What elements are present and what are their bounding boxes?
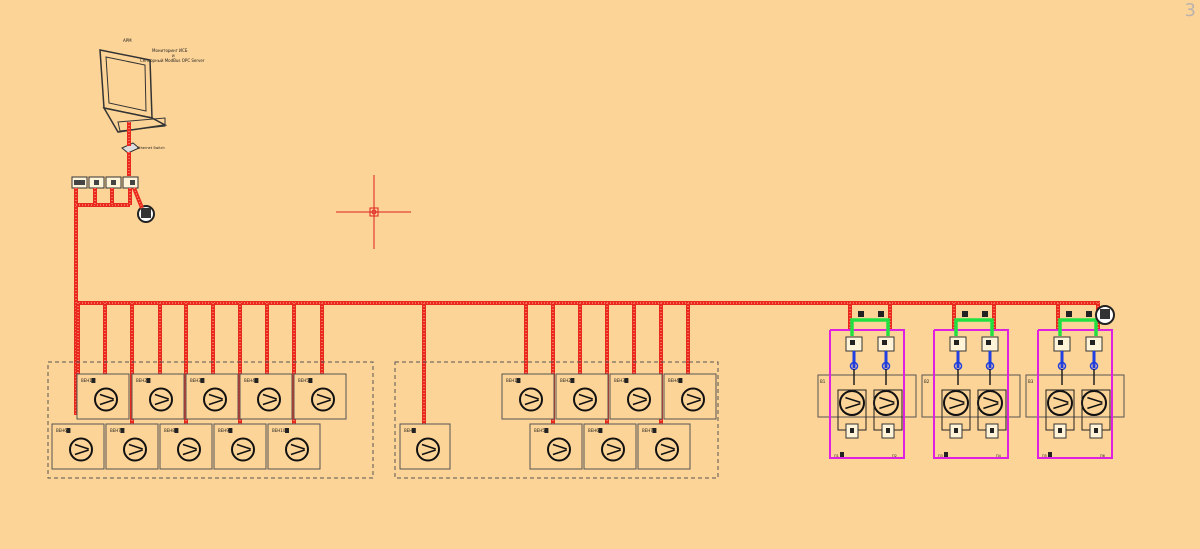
fan-icon	[203, 387, 227, 412]
fan-unit-label: ВЕН7	[642, 428, 653, 433]
terminal-icon-right[interactable]	[1095, 305, 1115, 325]
fan-icon	[1047, 390, 1073, 416]
fan-unit-label: ВЕН9	[218, 428, 229, 433]
fan-icon	[655, 437, 679, 462]
fan-unit[interactable]: ВЕН6	[51, 423, 105, 470]
group1-frame	[47, 361, 374, 479]
terminal-icon[interactable]	[137, 205, 155, 223]
fan-unit[interactable]: ВЕН9	[213, 423, 267, 470]
fan-unit[interactable]: ВЕН4	[663, 373, 717, 420]
pump-unit-label: В3	[1028, 379, 1034, 384]
pump-tag-left: П1	[834, 454, 839, 458]
workstation-label-line2: и	[172, 53, 175, 58]
fan-icon	[311, 387, 335, 412]
fan-unit[interactable]: ВЕН	[399, 423, 451, 470]
fan-icon	[257, 387, 281, 412]
pump-tag-right: П4	[996, 454, 1002, 458]
workstation-monitor-icon[interactable]	[99, 49, 168, 133]
fan-unit-label: ВЕН6	[56, 428, 67, 433]
page-number: 3	[1184, 0, 1196, 21]
fan-icon	[839, 390, 865, 416]
fan-icon	[977, 390, 1003, 416]
fan-unit-label: ВЕН4	[668, 378, 679, 383]
fan-unit-label: ВЕН1	[506, 378, 517, 383]
fan-unit[interactable]: ВЕН3	[185, 373, 239, 420]
workstation-label-line3: Сенсорный ModBus OPC Server	[140, 58, 205, 63]
workstation-label-line1: Мониторинг ИСБ	[152, 48, 188, 53]
pump-tag-left: П3	[938, 454, 943, 458]
fan-unit[interactable]: ВЕН7	[105, 423, 159, 470]
fan-icon	[873, 390, 899, 416]
fan-icon	[681, 387, 705, 412]
fan-unit[interactable]: ВЕН1	[76, 373, 130, 420]
pump-unit-label: В2	[924, 379, 930, 384]
workstation-label-top: АРМ	[123, 38, 132, 43]
fan-unit[interactable]: ВЕН2	[555, 373, 609, 420]
fan-icon	[149, 387, 173, 412]
fan-unit-label: ВЕН3	[190, 378, 201, 383]
fan-icon	[285, 437, 309, 462]
fan-unit-label: ВЕН7	[110, 428, 121, 433]
fan-icon	[519, 387, 543, 412]
fan-icon	[943, 390, 969, 416]
pump-unit-label: В1	[820, 379, 826, 384]
fan-icon	[627, 387, 651, 412]
fan-icon	[573, 387, 597, 412]
fan-unit-label: ВЕН5	[298, 378, 309, 383]
fan-unit-label: ВЕН10	[272, 428, 286, 433]
fan-icon	[547, 437, 571, 462]
fan-unit-label: ВЕН6	[588, 428, 599, 433]
fan-unit-label: ВЕН	[404, 428, 412, 433]
fan-icon	[94, 387, 118, 412]
io-module-row[interactable]	[71, 176, 139, 189]
crosshair-icon	[336, 175, 411, 249]
fan-icon	[123, 437, 147, 462]
fan-unit[interactable]: ВЕН4	[239, 373, 293, 420]
pump-tag-left: П5	[1042, 454, 1047, 458]
fan-unit[interactable]: ВЕН3	[609, 373, 663, 420]
fan-unit[interactable]: ВЕН5	[529, 423, 583, 470]
fan-unit-label: ВЕН2	[560, 378, 571, 383]
pump-tag-right: П2	[892, 454, 897, 458]
fan-unit-label: ВЕН4	[244, 378, 255, 383]
fan-unit[interactable]: ВЕН5	[293, 373, 347, 420]
fan-unit[interactable]: ВЕН8	[159, 423, 213, 470]
fan-unit-label: ВЕН2	[136, 378, 147, 383]
group2-frame	[394, 361, 719, 479]
fan-unit-label: ВЕН8	[164, 428, 175, 433]
fan-icon	[177, 437, 201, 462]
switch-label: Ethernet Switch	[137, 146, 165, 150]
fan-icon	[601, 437, 625, 462]
fan-unit-label: ВЕН3	[614, 378, 625, 383]
fan-unit[interactable]: ВЕН2	[131, 373, 185, 420]
fan-icon	[69, 437, 93, 462]
fan-unit-label: ВЕН1	[81, 378, 92, 383]
fan-unit[interactable]: ВЕН7	[637, 423, 691, 470]
fan-icon	[416, 437, 440, 462]
fan-unit[interactable]: ВЕН6	[583, 423, 637, 470]
fan-icon	[1081, 390, 1107, 416]
fan-unit[interactable]: ВЕН1	[501, 373, 555, 420]
fan-unit[interactable]: ВЕН10	[267, 423, 321, 470]
pump-tag-right: П6	[1100, 454, 1105, 458]
fan-icon	[231, 437, 255, 462]
fan-unit-label: ВЕН5	[534, 428, 545, 433]
